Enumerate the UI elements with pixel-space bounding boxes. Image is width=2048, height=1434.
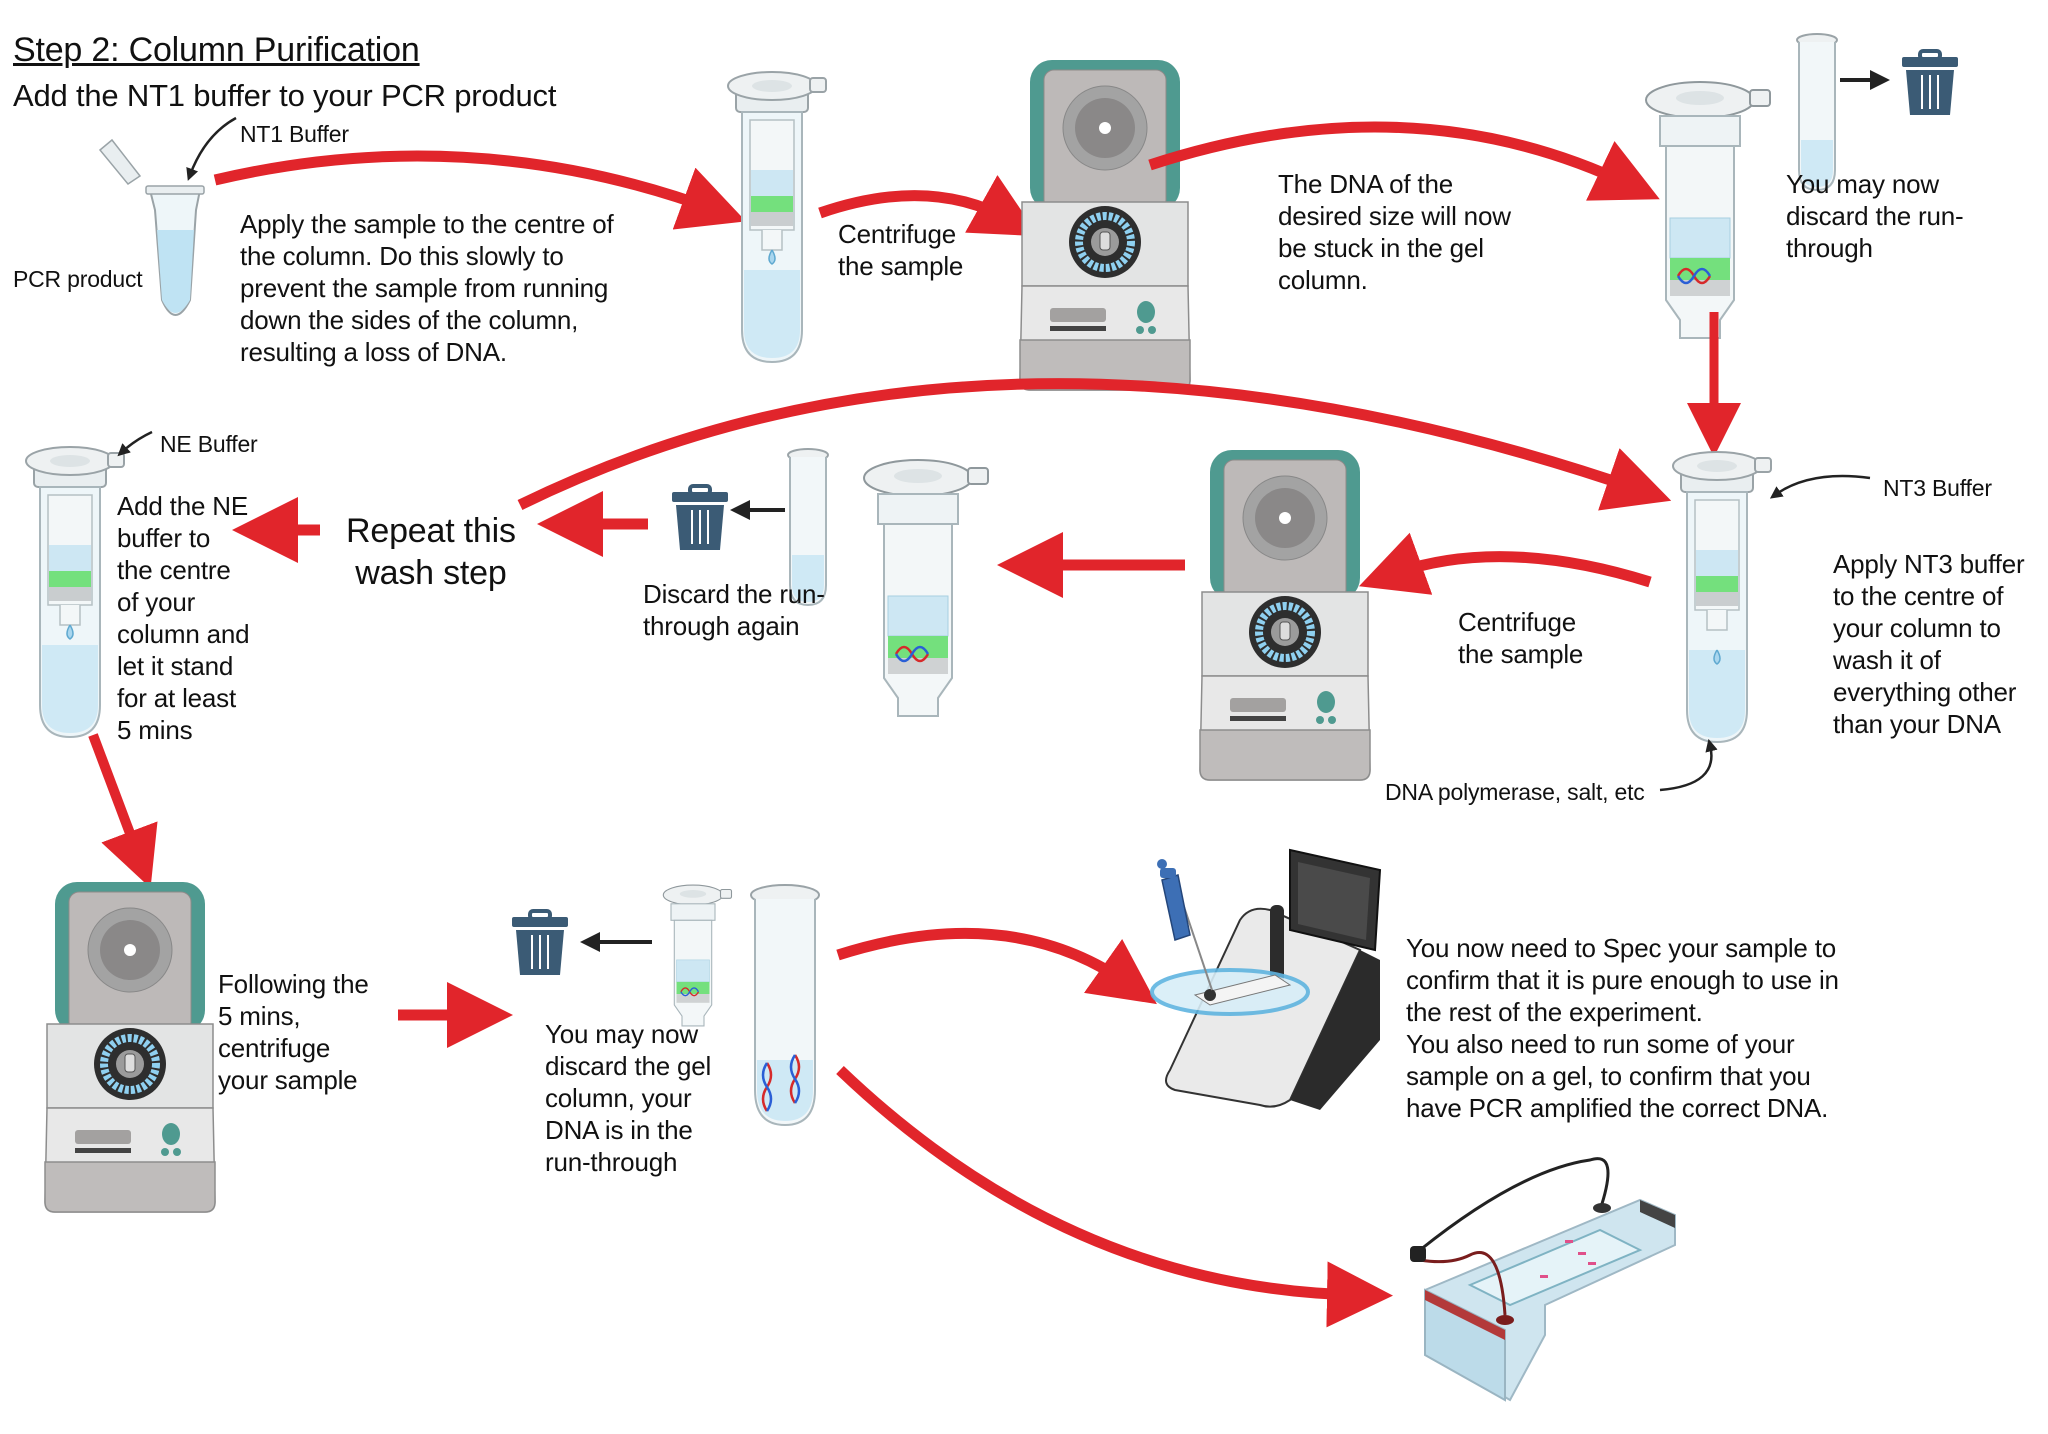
trash-icon <box>1900 49 1960 117</box>
spec-and-gel-text: You now need to Spec your sample to conf… <box>1406 933 1839 1123</box>
collection-tube-icon <box>1796 33 1838 191</box>
nt1-pointer-arrow <box>186 116 237 181</box>
flow-arrow <box>88 733 158 889</box>
nt3-buffer-label: NT3 Buffer <box>1883 475 1992 501</box>
flow-arrow <box>836 1066 1393 1328</box>
spin-column-icon <box>25 446 125 738</box>
collection-tube-dna-icon <box>750 884 820 1127</box>
centrifuge-icon <box>1200 450 1370 780</box>
repeat-wash-text: Repeat this wash step <box>346 512 516 592</box>
centrifuge-icon <box>45 882 215 1212</box>
centrifuge-sample-text-2: Centrifuge the sample <box>1458 607 1584 669</box>
page-subtitle: Add the NT1 buffer to your PCR product <box>13 78 557 113</box>
nt3-pointer-arrow <box>1769 474 1871 499</box>
centrifuge-sample-text: Centrifuge the sample <box>838 219 964 281</box>
discard-run-through-text: You may now discard the run- through <box>1786 169 1964 263</box>
pipette-icon <box>1157 859 1213 991</box>
discard-again-text: Discard the run- through again <box>643 579 825 641</box>
apply-sample-text: Apply the sample to the centre of the co… <box>240 209 614 367</box>
flow-arrow <box>1358 532 1652 595</box>
microtube-icon <box>98 138 205 316</box>
ne-buffer-label: NE Buffer <box>160 431 258 457</box>
spin-column-icon <box>727 71 827 363</box>
spin-column-icon <box>1644 80 1772 340</box>
pcr-product-label: PCR product <box>13 266 143 292</box>
nt3-wash-text: Apply NT3 buffer to the centre of your c… <box>1833 549 2025 739</box>
spin-column-icon <box>662 884 733 1027</box>
following-centrifuge-text: Following the 5 mins, centrifuge your sa… <box>218 969 369 1095</box>
ne-buffer-text: Add the NE buffer to the centre of your … <box>117 491 250 745</box>
spin-column-icon <box>1672 451 1772 743</box>
flow-arrow <box>213 150 746 230</box>
waste-contents-label: DNA polymerase, salt, etc <box>1385 779 1645 805</box>
nt1-buffer-label: NT1 Buffer <box>240 121 349 147</box>
spin-column-icon <box>862 458 990 718</box>
page-title: Step 2: Column Purification <box>13 31 420 69</box>
repeat-arrow <box>517 378 1672 511</box>
dna-stuck-text: The DNA of the desired size will now be … <box>1278 169 1511 295</box>
spectrophotometer-icon <box>1150 848 1382 1110</box>
ne-pointer-arrow <box>117 430 153 457</box>
trash-icon <box>510 909 570 977</box>
centrifuge-icon <box>1020 60 1190 390</box>
discard-gel-column-text: You may now discard the gel column, your… <box>545 1019 712 1177</box>
waste-pointer-arrow <box>1659 738 1718 792</box>
flow-arrow <box>836 927 1157 1005</box>
flow-arrow <box>818 175 1039 237</box>
trash-icon <box>670 484 730 552</box>
dna-icon <box>761 1054 801 1112</box>
flow-arrow <box>1148 121 1660 201</box>
gel-electrophoresis-icon <box>1410 1157 1676 1402</box>
